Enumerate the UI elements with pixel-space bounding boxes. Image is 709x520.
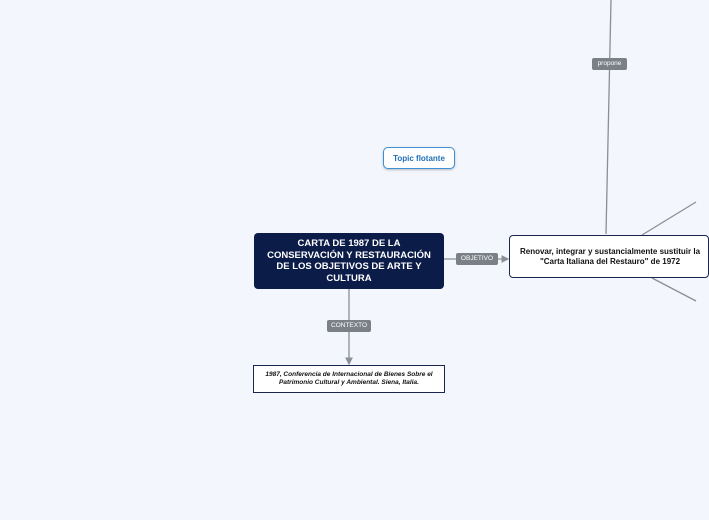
relationship-label-contexto[interactable]: CONTEXTO — [327, 320, 371, 332]
connector-objective-lower-right — [651, 277, 697, 302]
central-topic-text: CARTA DE 1987 DE LA CONSERVACIÓN Y RESTA… — [267, 238, 431, 284]
relationship-label-propone[interactable]: propone — [592, 58, 627, 70]
relationship-label-objetivo[interactable]: OBJETIVO — [456, 253, 498, 265]
central-topic[interactable]: CARTA DE 1987 DE LA CONSERVACIÓN Y RESTA… — [254, 233, 444, 289]
context-topic[interactable]: 1987, Conferencia de Internacional de Bi… — [253, 365, 445, 393]
connector-objective-upper-right — [641, 201, 697, 236]
floating-topic[interactable]: Topic flotante — [383, 147, 455, 169]
connector-objective-to-propone — [605, 0, 612, 235]
context-topic-text: 1987, Conferencia de Internacional de Bi… — [265, 371, 433, 386]
objective-topic-text: Renovar, integrar y sustancialmente sust… — [519, 246, 701, 266]
objective-topic[interactable]: Renovar, integrar y sustancialmente sust… — [509, 235, 709, 278]
